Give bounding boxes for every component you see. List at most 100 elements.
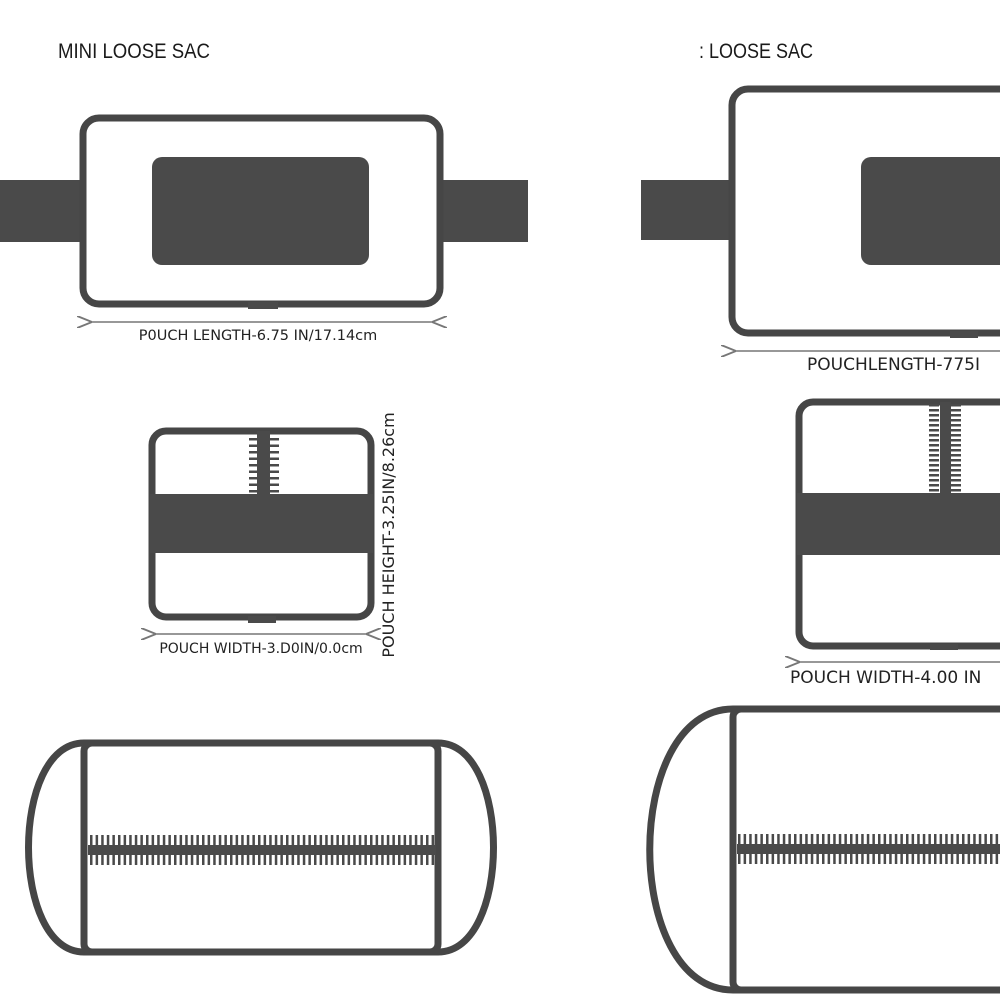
zipper-tooth (196, 835, 199, 845)
zipper-tooth (270, 438, 279, 441)
zipper-tooth (911, 854, 915, 864)
zipper-tooth (249, 457, 258, 460)
zipper-tooth (263, 855, 267, 865)
right-top-zipper-teeth (738, 834, 999, 864)
zipper-tooth (929, 439, 939, 442)
zipper-tooth (347, 855, 351, 865)
zipper-tooth (162, 855, 166, 865)
zipper-tooth (928, 834, 931, 844)
right-zipper-spine (940, 402, 951, 494)
zipper-tooth (951, 429, 961, 432)
zipper-tooth (190, 855, 194, 865)
zipper-tooth (861, 834, 864, 844)
zipper-tooth (838, 854, 842, 864)
zipper-tooth (297, 835, 300, 845)
zipper-tooth (951, 489, 961, 492)
zipper-tooth (358, 855, 362, 865)
zipper-tooth (336, 835, 339, 845)
zipper-tooth (230, 835, 233, 845)
zipper-tooth (90, 835, 93, 845)
zipper-tooth (336, 855, 339, 865)
zipper-tooth (381, 835, 384, 845)
zipper-tooth (381, 855, 384, 865)
zipper-tooth (995, 854, 999, 864)
zipper-tooth (900, 834, 903, 844)
zipper-tooth (951, 474, 961, 477)
zipper-tooth (358, 835, 362, 845)
zipper-tooth (883, 834, 887, 844)
zipper-tooth (249, 464, 258, 467)
zipper-tooth (330, 855, 334, 865)
zipper-tooth (984, 834, 987, 844)
zipper-tooth (810, 854, 814, 864)
zipper-tooth (939, 834, 943, 844)
zipper-tooth (218, 855, 222, 865)
zipper-tooth (794, 834, 797, 844)
zipper-tooth (392, 855, 395, 865)
zipper-tooth (929, 454, 939, 457)
zipper-tooth (929, 434, 939, 437)
zipper-tooth (939, 854, 943, 864)
zipper-tooth (929, 429, 939, 432)
zipper-tooth (838, 834, 842, 844)
zipper-tooth (270, 490, 279, 493)
zipper-tooth (330, 835, 334, 845)
zipper-tooth (302, 855, 306, 865)
zipper-tooth (754, 834, 758, 844)
zipper-tooth (934, 854, 937, 864)
zipper-tooth (766, 834, 769, 844)
zipper-tooth (929, 464, 939, 467)
pouch-tab (248, 302, 278, 309)
zipper-tooth (280, 835, 283, 845)
zipper-tooth (956, 834, 959, 844)
side-band (150, 494, 373, 553)
zipper-tooth (291, 855, 295, 865)
zipper-spine (257, 431, 270, 495)
zipper-tooth (112, 835, 115, 845)
zipper-tooth (151, 835, 155, 845)
zipper-tooth (270, 483, 279, 486)
zipper-tooth (375, 835, 379, 845)
zipper-tooth (230, 855, 233, 865)
zipper-tooth (990, 834, 993, 844)
zipper-tooth (782, 854, 786, 864)
zipper-tooth (978, 854, 982, 864)
length-label: P0UCH LENGTH-6.75 IN/17.14cm (139, 328, 378, 344)
zipper-tooth (375, 855, 379, 865)
width-label: POUCH WIDTH-3.D0IN/0.0cm (159, 641, 362, 657)
zipper-tooth (190, 835, 194, 845)
zipper-tooth (249, 451, 258, 454)
right-pouch-window (861, 157, 1000, 265)
zipper-tooth (929, 424, 939, 427)
zipper-tooth (995, 834, 999, 844)
zipper-tooth (810, 834, 814, 844)
zipper-tooth (894, 834, 898, 844)
zipper-tooth (951, 484, 961, 487)
zipper-tooth (347, 835, 351, 845)
zipper-tooth (286, 835, 289, 845)
zipper-tooth (951, 449, 961, 452)
zipper-tooth (90, 855, 93, 865)
zipper-tooth (258, 855, 261, 865)
zipper-tooth (179, 855, 183, 865)
zipper-tooth (414, 855, 418, 865)
zipper-tooth (95, 855, 99, 865)
zipper-tooth (951, 419, 961, 422)
zipper-tooth (911, 834, 915, 844)
zipper-tooth (302, 835, 306, 845)
zipper-tooth (269, 855, 272, 865)
zipper-tooth (270, 470, 279, 473)
zipper-tooth (235, 835, 239, 845)
zipper-tooth (788, 854, 791, 864)
right-top-zipper-spine (737, 844, 1000, 854)
zipper-tooth (951, 434, 961, 437)
zipper-tooth (951, 444, 961, 447)
zipper-tooth (777, 854, 780, 864)
zipper-tooth (101, 855, 104, 865)
zipper-tooth (760, 834, 763, 844)
zipper-tooth (766, 854, 769, 864)
zipper-tooth (967, 854, 971, 864)
zipper-tooth (889, 834, 892, 844)
zipper-tooth (202, 835, 205, 845)
